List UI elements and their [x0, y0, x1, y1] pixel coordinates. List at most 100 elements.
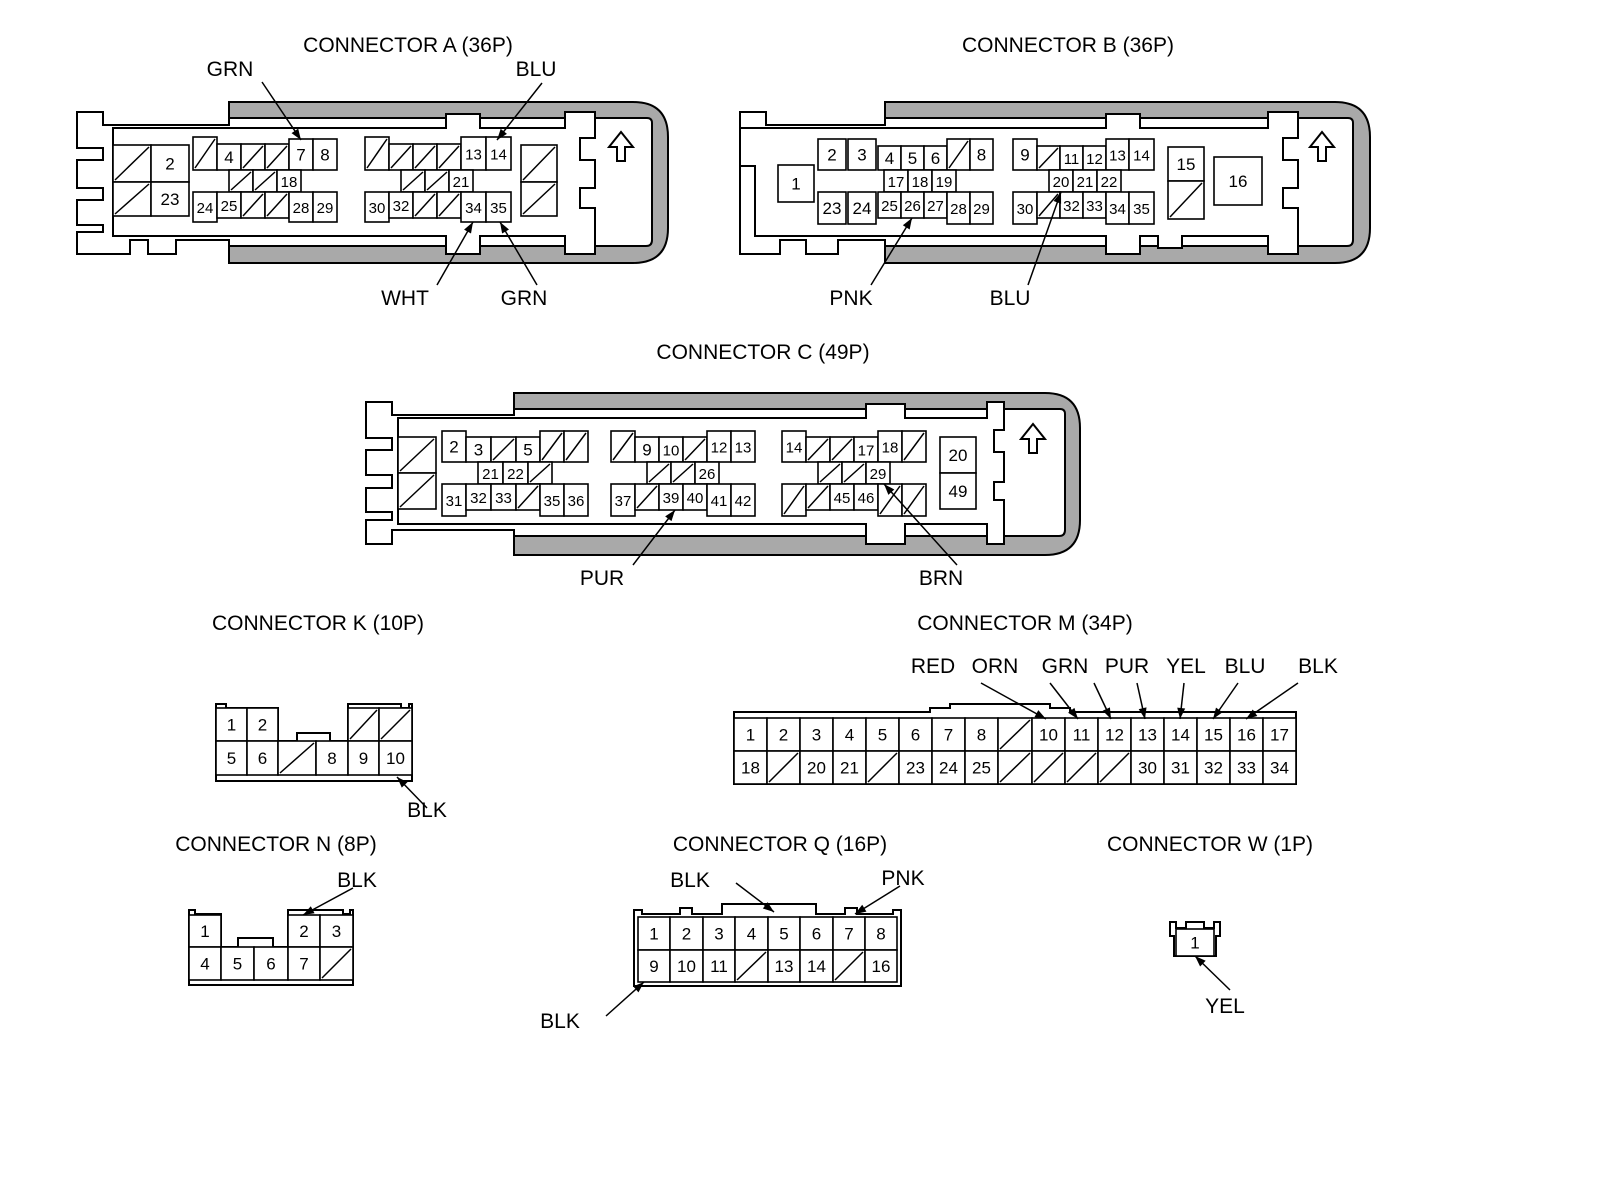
- pin-label: 35: [1133, 201, 1150, 218]
- pin-blank: [997, 750, 1033, 785]
- pin-label: 24: [197, 200, 214, 217]
- wire-color-label: ORN: [972, 655, 1019, 678]
- pin-label: 5: [908, 149, 917, 168]
- pin-b-29: 29: [969, 191, 994, 225]
- pin-b-26: 26: [900, 191, 925, 219]
- pin-b-6: 6: [923, 145, 948, 171]
- pin-blank: [436, 191, 462, 219]
- pin-q-7: 7: [832, 916, 866, 951]
- pin-b-2: 2: [817, 138, 847, 171]
- pin-label: 32: [1204, 759, 1223, 778]
- wire-color-label: BLK: [1298, 655, 1338, 678]
- pin-b-5: 5: [900, 145, 925, 171]
- pin-blank: [112, 181, 152, 217]
- pin-label: 2: [779, 726, 788, 745]
- pin-k-8: 8: [315, 740, 349, 776]
- pin-label: 35: [490, 200, 507, 217]
- pin-label: 11: [710, 957, 728, 976]
- pin-b-20: 20: [1048, 169, 1074, 193]
- wire-color-label: BLU: [1225, 655, 1266, 678]
- pin-label: 3: [332, 922, 341, 941]
- pin-label: 34: [1109, 201, 1126, 218]
- pin-blank: [946, 138, 971, 171]
- pin-b-30: 30: [1012, 191, 1038, 225]
- pin-q-3: 3: [702, 916, 736, 951]
- pin-blank: [240, 191, 266, 219]
- wire-callout-blu: BLU: [1212, 655, 1266, 720]
- leader-line: [870, 217, 913, 286]
- pin-q-4: 4: [734, 916, 769, 951]
- leader-line: [436, 221, 474, 286]
- pin-label: 1: [227, 716, 236, 735]
- pin-label: 26: [904, 198, 921, 215]
- pin-label: 15: [1204, 726, 1223, 745]
- pin-c-49: 49: [939, 472, 977, 510]
- pin-label: 3: [714, 925, 723, 944]
- pin-b-33: 33: [1082, 191, 1107, 219]
- pin-label: 5: [878, 726, 887, 745]
- pin-k-2: 2: [246, 707, 279, 742]
- pin-c-10: 10: [658, 436, 684, 463]
- pin-label: 5: [233, 955, 242, 974]
- leader-line: [883, 483, 958, 566]
- pin-blank: [347, 707, 380, 742]
- pin-m-16: 16: [1229, 717, 1264, 752]
- pin-n-1: 1: [188, 914, 222, 948]
- wire-callout-pur: PUR: [580, 509, 676, 590]
- wire-callout-blk: BLK: [670, 869, 775, 913]
- wire-callout-yel: YEL: [1194, 955, 1245, 1018]
- pin-label: 1: [791, 175, 800, 194]
- leader-line: [1027, 191, 1062, 286]
- arrow-icon: [762, 902, 774, 912]
- pin-label: 2: [827, 146, 836, 165]
- pin-label: 20: [807, 759, 826, 778]
- connector-k-wires: BLK: [396, 776, 447, 822]
- pin-blank: [1064, 750, 1099, 785]
- leader-line: [261, 81, 302, 141]
- pin-b-9: 9: [1012, 138, 1038, 171]
- pin-c-37: 37: [610, 483, 636, 517]
- pin-label: 28: [950, 201, 967, 218]
- pin-blank: [264, 143, 290, 171]
- pin-blank: [112, 144, 152, 183]
- arrow-icon: [1138, 707, 1147, 719]
- pin-label: 14: [1171, 726, 1190, 745]
- pin-label: 28: [293, 200, 310, 217]
- pin-m-25: 25: [964, 750, 999, 785]
- pin-a-7: 7: [288, 138, 314, 171]
- pin-c-5: 5: [515, 436, 541, 463]
- pin-blank: [252, 169, 278, 193]
- pin-label: 15: [1177, 155, 1196, 174]
- pin-c-26: 26: [694, 461, 720, 485]
- pin-label: 30: [369, 200, 386, 217]
- pin-label: 21: [482, 466, 499, 483]
- pin-label: 9: [649, 957, 658, 976]
- pin-label: 12: [1086, 151, 1103, 168]
- pin-m-15: 15: [1196, 717, 1231, 752]
- pin-label: 12: [711, 440, 728, 457]
- pin-a-32: 32: [388, 191, 414, 219]
- pin-a-14: 14: [485, 136, 512, 171]
- pin-label: 11: [1064, 151, 1080, 168]
- pin-label: 2: [258, 716, 267, 735]
- pin-label: 14: [807, 957, 826, 976]
- pin-b-1: 1: [777, 164, 815, 203]
- pin-m-5: 5: [865, 717, 900, 752]
- pin-c-32: 32: [465, 483, 492, 511]
- arrow-icon: [1246, 709, 1258, 719]
- wire-color-label: BLU: [516, 58, 557, 81]
- pin-label: 17: [888, 174, 905, 191]
- pin-b-23: 23: [817, 191, 847, 225]
- pin-label: 4: [224, 148, 233, 167]
- pin-blank: [734, 949, 769, 983]
- pin-c-17: 17: [853, 436, 879, 463]
- pin-b-25: 25: [877, 191, 902, 219]
- connector-w-wires: YEL: [1194, 955, 1245, 1018]
- wire-color-label: GRN: [207, 58, 254, 81]
- wire-callout-blk: BLK: [302, 869, 377, 916]
- wire-color-label: BLU: [990, 287, 1031, 310]
- pin-label: 14: [1133, 148, 1150, 165]
